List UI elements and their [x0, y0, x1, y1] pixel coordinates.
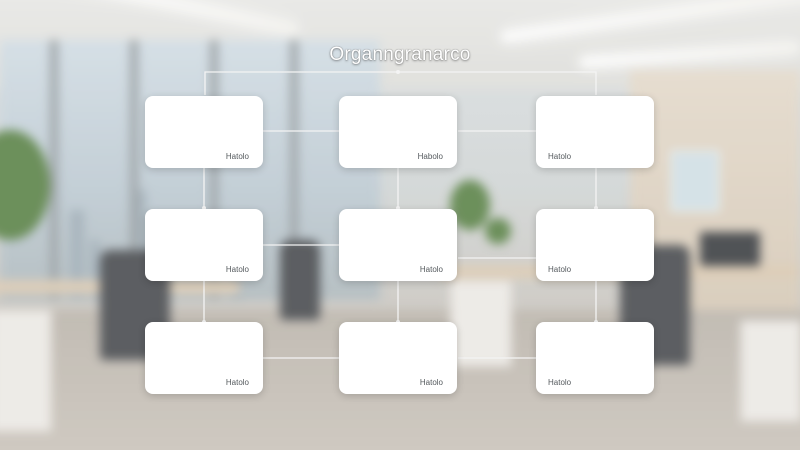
connector-dot	[396, 70, 400, 74]
org-node-r2c2[interactable]: Hatolo	[339, 209, 457, 281]
connector-title-bracket	[204, 71, 597, 95]
org-node-r1c2[interactable]: Habolo	[339, 96, 457, 168]
org-node-r3c2[interactable]: Hatolo	[339, 322, 457, 394]
node-label: Hatolo	[419, 265, 443, 274]
org-node-r3c3[interactable]: Hatolo	[536, 322, 654, 394]
node-label: Hatolo	[548, 152, 572, 161]
node-label: Hatolo	[225, 152, 249, 161]
org-node-r2c1[interactable]: Hatolo	[145, 209, 263, 281]
org-node-r3c1[interactable]: Hatolo	[145, 322, 263, 394]
node-label: Hatolo	[225, 378, 249, 387]
node-label: Hatolo	[548, 265, 572, 274]
diagram-title: Organngranarco	[329, 44, 471, 65]
node-label: Hatolo	[419, 378, 443, 387]
org-node-r1c3[interactable]: Hatolo	[536, 96, 654, 168]
node-label: Habolo	[417, 152, 443, 161]
node-label: Hatolo	[548, 378, 572, 387]
org-node-r1c1[interactable]: Hatolo	[145, 96, 263, 168]
org-node-r2c3[interactable]: Hatolo	[536, 209, 654, 281]
node-label: Hatolo	[225, 265, 249, 274]
